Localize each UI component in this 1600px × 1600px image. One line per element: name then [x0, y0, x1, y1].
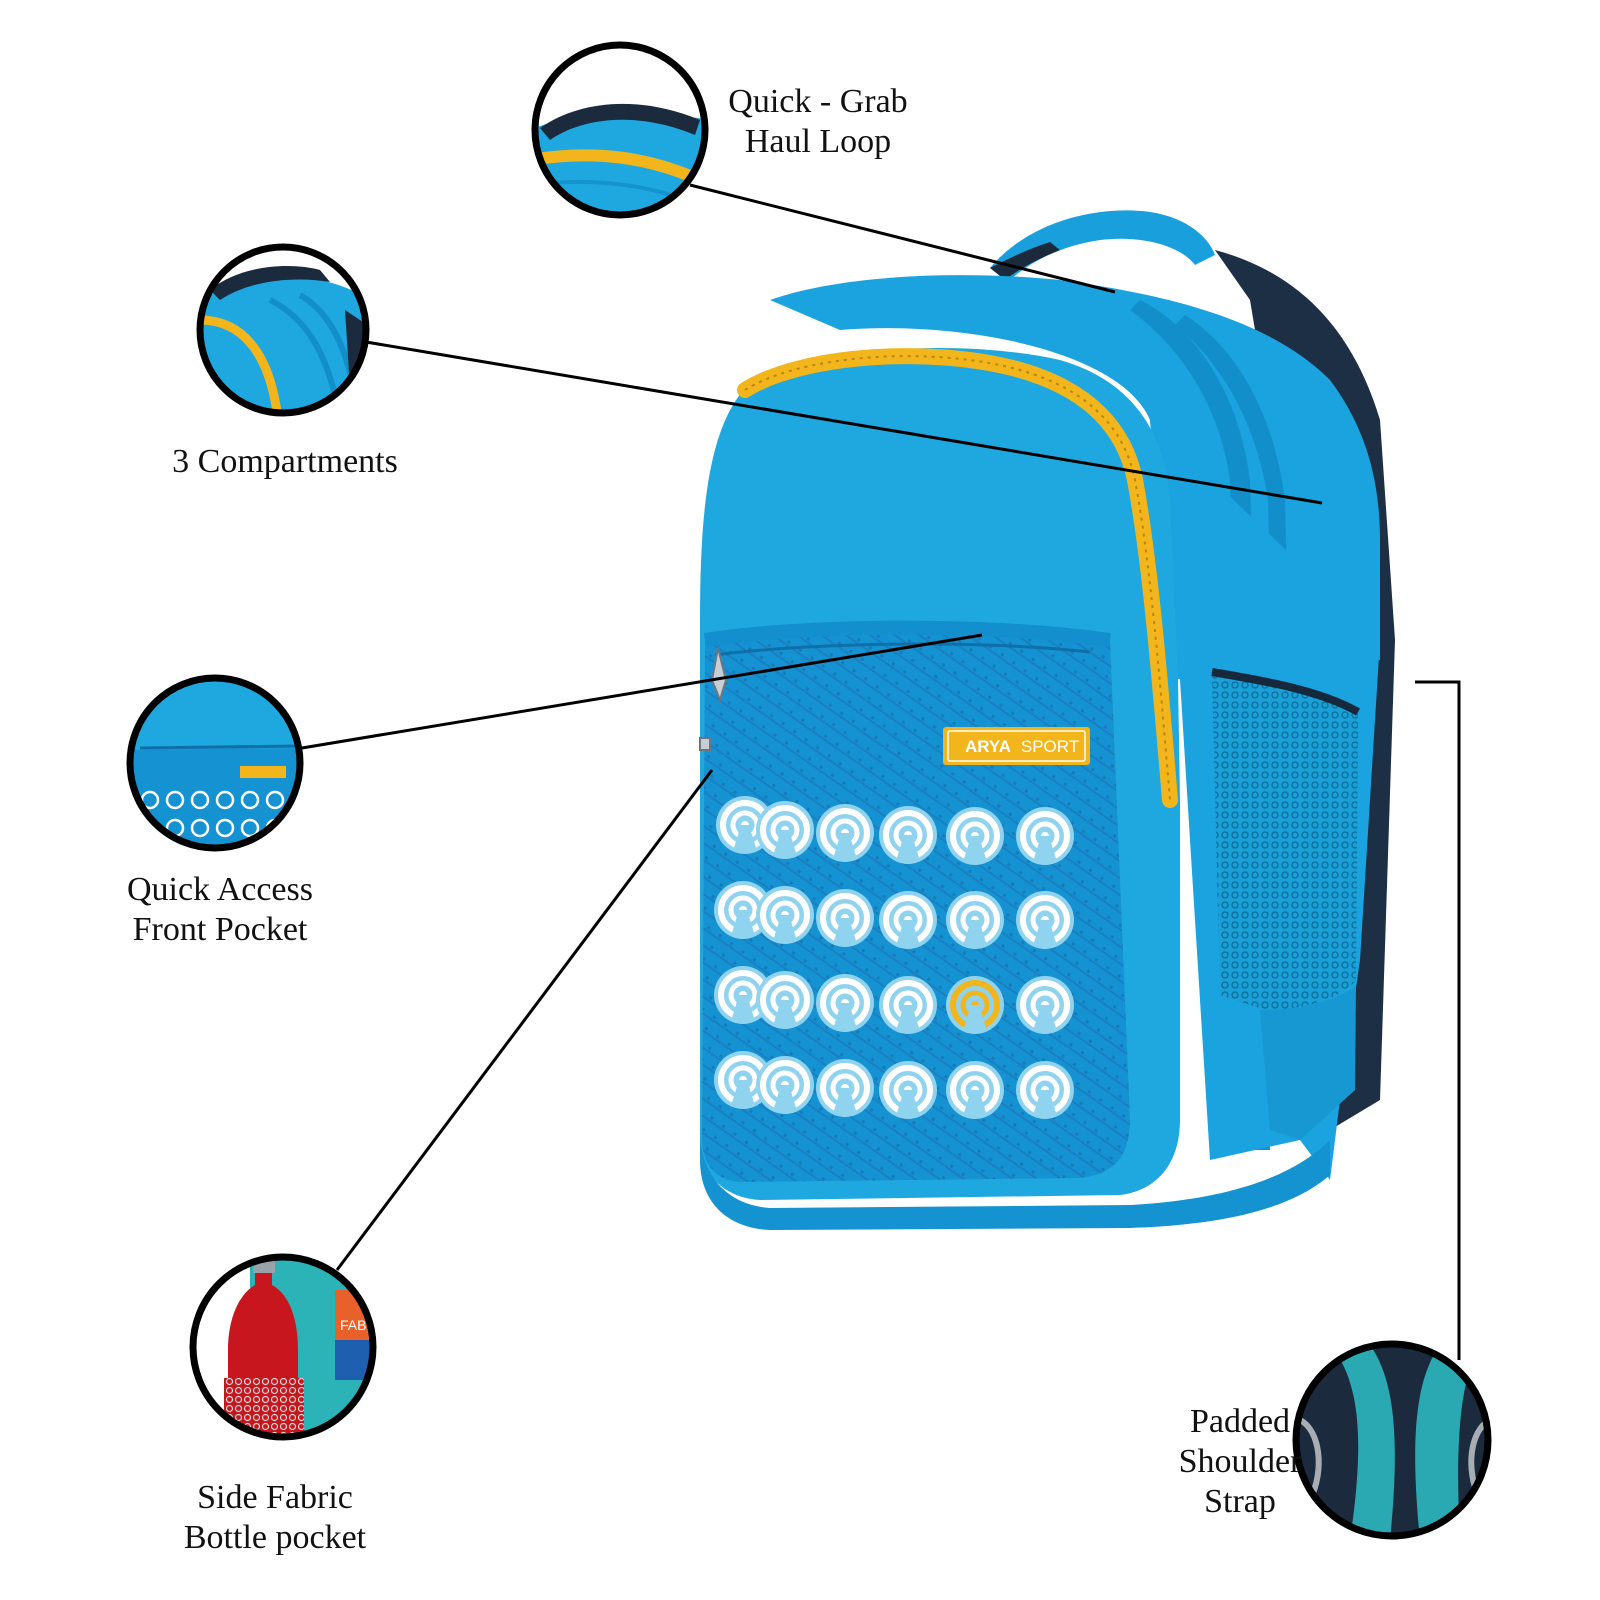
- bottle-tag-text: FABI: [340, 1317, 370, 1333]
- brand-tag-word1: ARYA: [965, 737, 1011, 756]
- label-front-pocket: Quick Access Front Pocket: [120, 870, 320, 950]
- leader-shoulder-strap: [1415, 680, 1461, 1360]
- target-grid: [714, 796, 1074, 1119]
- leader-front-pocket: [301, 633, 983, 750]
- label-compartments-line1: 3 Compartments: [172, 443, 398, 480]
- front-pocket-photo: [126, 674, 304, 852]
- leader-compartments: [365, 340, 1323, 505]
- bottle-photo: FABI: [189, 1253, 377, 1441]
- label-shoulder-strap-line3: Strap: [1204, 1483, 1276, 1520]
- label-haul-loop: Quick - Grab Haul Loop: [718, 82, 918, 162]
- brand-tag-word2: SPORT: [1021, 737, 1079, 756]
- backpack: ARYA SPORT: [699, 210, 1395, 1230]
- leader-haul-loop: [689, 183, 1116, 294]
- label-compartments: 3 Compartments: [160, 442, 410, 482]
- leader-lines: [301, 183, 1461, 1360]
- haul-loop: [990, 210, 1215, 280]
- label-haul-loop-line1: Quick - Grab: [728, 83, 908, 120]
- compartments-photo: [196, 243, 370, 417]
- label-shoulder-strap-line1: Padded: [1189, 1403, 1291, 1440]
- label-shoulder-strap-line2: Shoulder: [1178, 1443, 1302, 1480]
- side-mesh-pocket: [1212, 672, 1358, 1010]
- brand-tag: ARYA SPORT: [943, 727, 1090, 765]
- label-front-pocket-line1: Quick Access: [126, 871, 313, 908]
- label-front-pocket-line2: Front Pocket: [132, 911, 308, 948]
- haul-loop-photo: [531, 41, 709, 219]
- label-bottle-pocket-line2: Bottle pocket: [183, 1519, 367, 1556]
- label-bottle-pocket-line1: Side Fabric: [197, 1479, 353, 1516]
- shoulder-strap-photo: [1292, 1340, 1492, 1540]
- label-bottle-pocket: Side Fabric Bottle pocket: [175, 1478, 375, 1558]
- yellow-zipper: [737, 348, 1178, 808]
- leader-bottle-pocket: [335, 769, 714, 1271]
- label-shoulder-strap: Padded Shoulder Strap: [1165, 1402, 1315, 1522]
- label-haul-loop-line2: Haul Loop: [744, 123, 892, 160]
